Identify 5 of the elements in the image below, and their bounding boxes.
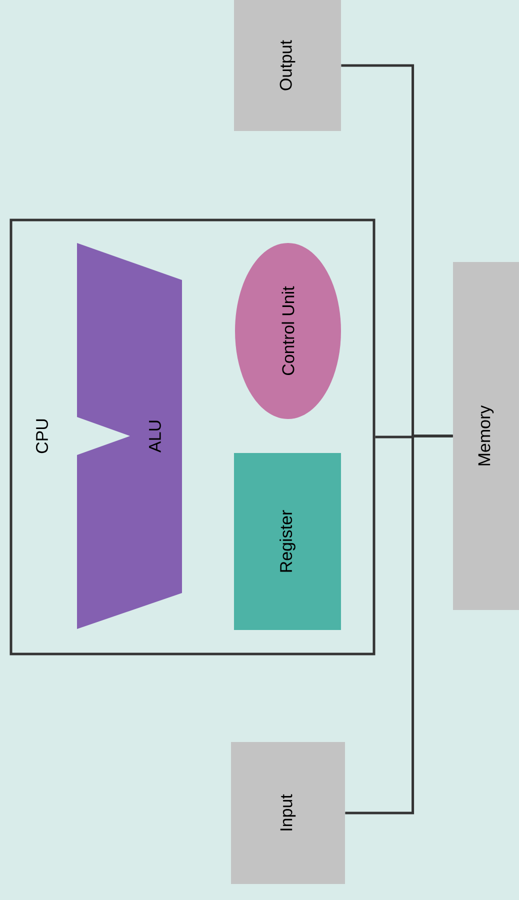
memory-box: Memory	[453, 262, 519, 610]
output-box: Output	[234, 0, 341, 132]
register-box: Register	[234, 453, 341, 630]
connector-line	[345, 434, 453, 814]
input-box: Input	[231, 742, 345, 884]
